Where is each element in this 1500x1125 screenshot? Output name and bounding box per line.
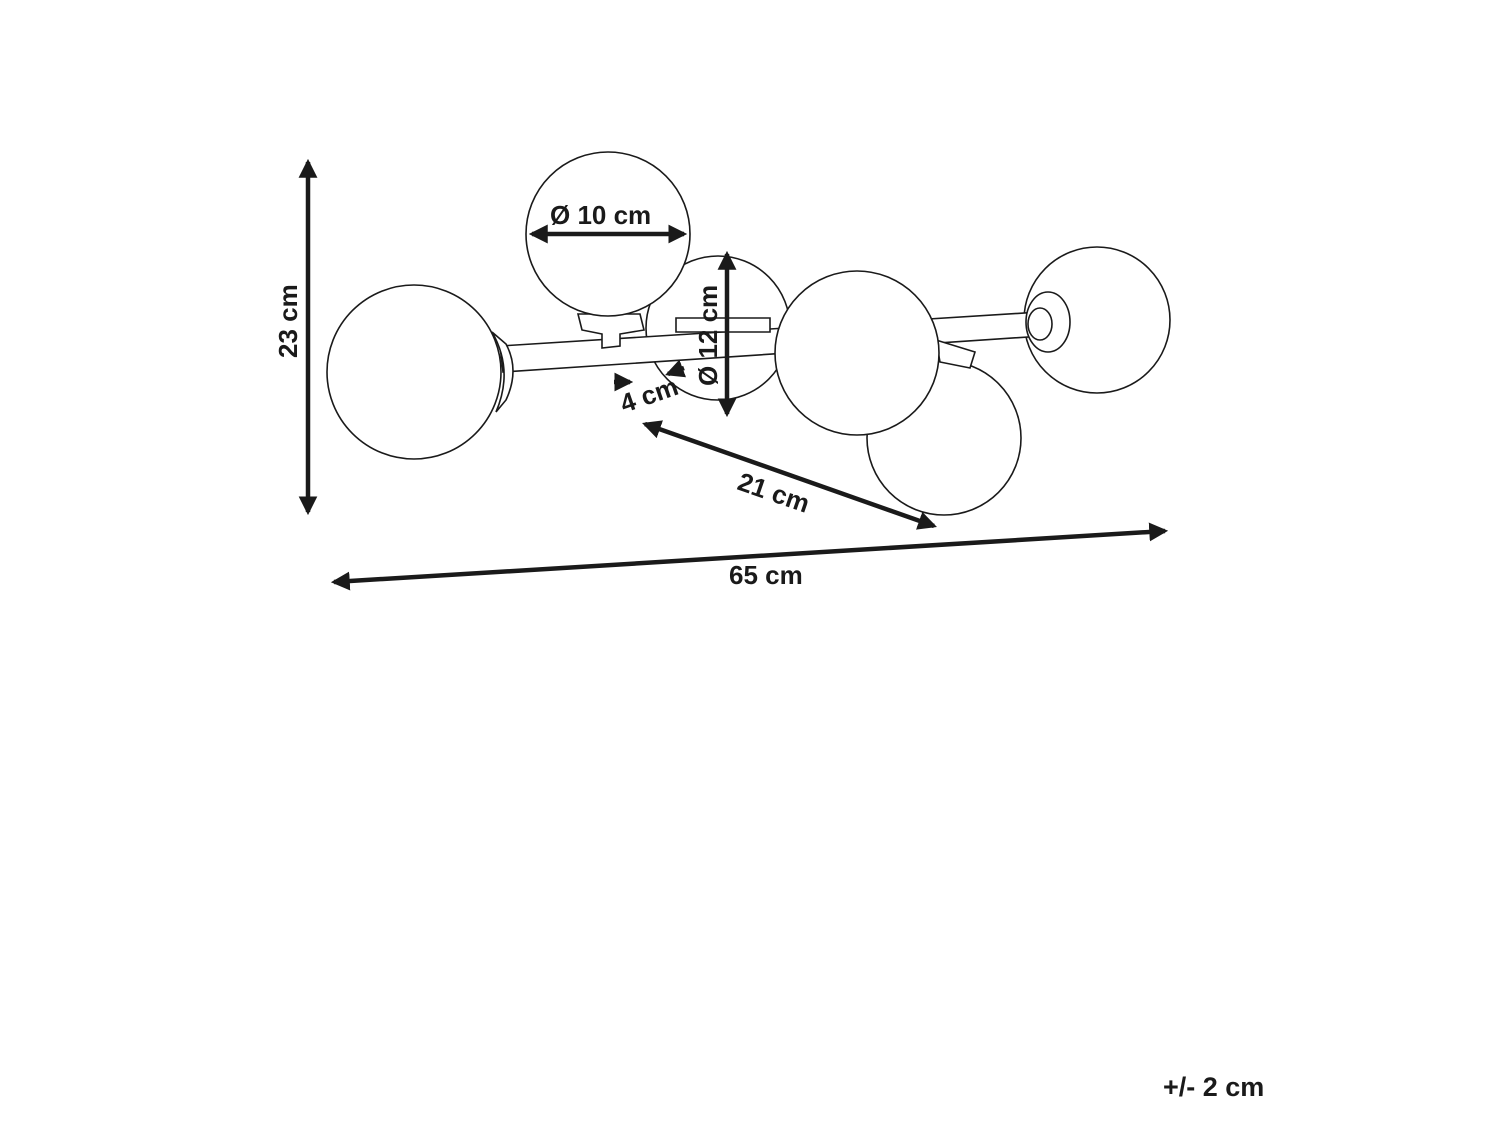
height-label: 23 cm bbox=[273, 284, 303, 358]
large-diameter-label: Ø 12 cm bbox=[693, 285, 723, 386]
width-label: 65 cm bbox=[729, 560, 803, 590]
width-arrow bbox=[330, 522, 1169, 591]
holder-top bbox=[576, 313, 645, 349]
arm-length-label: 4 cm bbox=[616, 371, 682, 419]
arm-arrow-right bbox=[665, 359, 687, 378]
globe-center-right bbox=[774, 270, 940, 436]
tolerance-note: +/- 2 cm bbox=[1163, 1072, 1265, 1102]
mount-left bbox=[491, 331, 514, 413]
depth-label: 21 cm bbox=[734, 466, 813, 518]
center-connector bbox=[675, 317, 771, 333]
globe-left bbox=[326, 284, 502, 460]
dimension-lines bbox=[298, 158, 1169, 591]
small-diameter-label: Ø 10 cm bbox=[550, 200, 651, 230]
depth-arrow bbox=[642, 420, 937, 530]
